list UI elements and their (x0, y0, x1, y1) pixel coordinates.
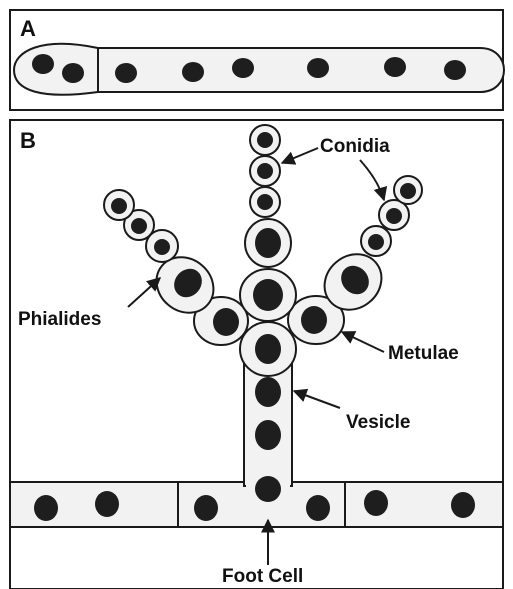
panel-b: B (10, 120, 503, 589)
label-metulae: Metulae (388, 343, 459, 364)
nucleus (444, 60, 466, 80)
nucleus (301, 306, 327, 334)
nucleus (364, 490, 388, 516)
panel-a-label: A (20, 16, 36, 41)
hypha (14, 44, 504, 95)
nucleus (95, 491, 119, 517)
nucleus (255, 420, 281, 450)
nucleus (232, 58, 254, 78)
nucleus (154, 239, 170, 255)
nucleus (255, 476, 281, 502)
nucleus (368, 234, 384, 250)
nucleus (194, 495, 218, 521)
nucleus (34, 495, 58, 521)
label-foot-cell: Foot Cell (222, 566, 303, 587)
nucleus (111, 198, 127, 214)
nucleus (131, 218, 147, 234)
nucleus (307, 58, 329, 78)
nucleus (32, 54, 54, 74)
nucleus (255, 228, 281, 258)
nucleus (115, 63, 137, 83)
label-conidia: Conidia (320, 136, 390, 157)
hypha-outline (14, 44, 504, 95)
nucleus (400, 183, 416, 199)
nucleus (386, 208, 402, 224)
nucleus (257, 132, 273, 148)
nucleus (253, 279, 283, 311)
nucleus (213, 308, 239, 336)
panel-b-label: B (20, 128, 36, 153)
nucleus (257, 194, 273, 210)
nucleus (182, 62, 204, 82)
label-phialides: Phialides (18, 309, 101, 330)
nucleus (255, 334, 281, 364)
nucleus (257, 163, 273, 179)
nucleus (62, 63, 84, 83)
nucleus (384, 57, 406, 77)
label-vesicle: Vesicle (346, 412, 410, 433)
nucleus (255, 377, 281, 407)
panel-a: A (10, 10, 504, 110)
nucleus (451, 492, 475, 518)
nucleus (306, 495, 330, 521)
